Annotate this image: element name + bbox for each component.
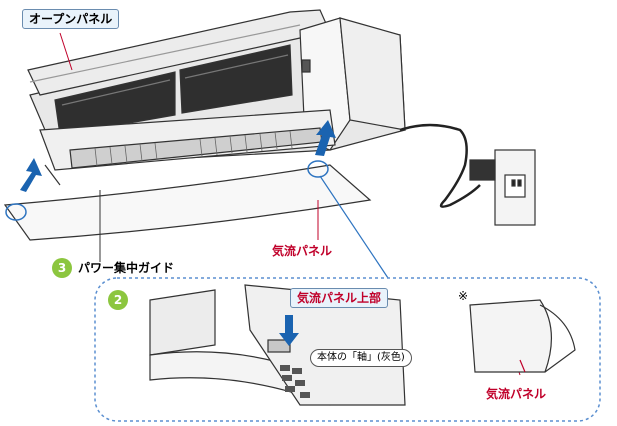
detail-arrow bbox=[279, 315, 299, 346]
detail-box bbox=[94, 277, 601, 422]
highlight-left bbox=[5, 203, 27, 221]
airflow-panel-label: 気流パネル bbox=[272, 244, 333, 258]
airflow-panel-shape bbox=[3, 164, 372, 241]
step3-badge: 3 bbox=[52, 258, 72, 278]
wall-outlet bbox=[399, 123, 536, 226]
shaft-note-label: 本体の「軸」(灰色) bbox=[310, 349, 412, 367]
side-view-drawing bbox=[469, 299, 576, 373]
aircon-unit bbox=[3, 9, 406, 241]
note-mark: ※ bbox=[458, 289, 469, 303]
arrow-left bbox=[20, 158, 42, 192]
power-guide-label: パワー集中ガイド bbox=[78, 261, 175, 275]
highlight-right bbox=[307, 160, 329, 178]
leader-blue bbox=[319, 175, 389, 279]
airflow-panel-top-label: 気流パネル上部 bbox=[290, 288, 389, 308]
airflow-arrows bbox=[20, 120, 336, 192]
airflow-panel-side-label: 気流パネル bbox=[486, 387, 547, 401]
detail-drawing bbox=[149, 284, 406, 406]
open-panel-label: オープンパネル bbox=[22, 9, 120, 29]
step2-badge: 2 bbox=[108, 290, 128, 310]
arrow-right bbox=[315, 120, 336, 156]
